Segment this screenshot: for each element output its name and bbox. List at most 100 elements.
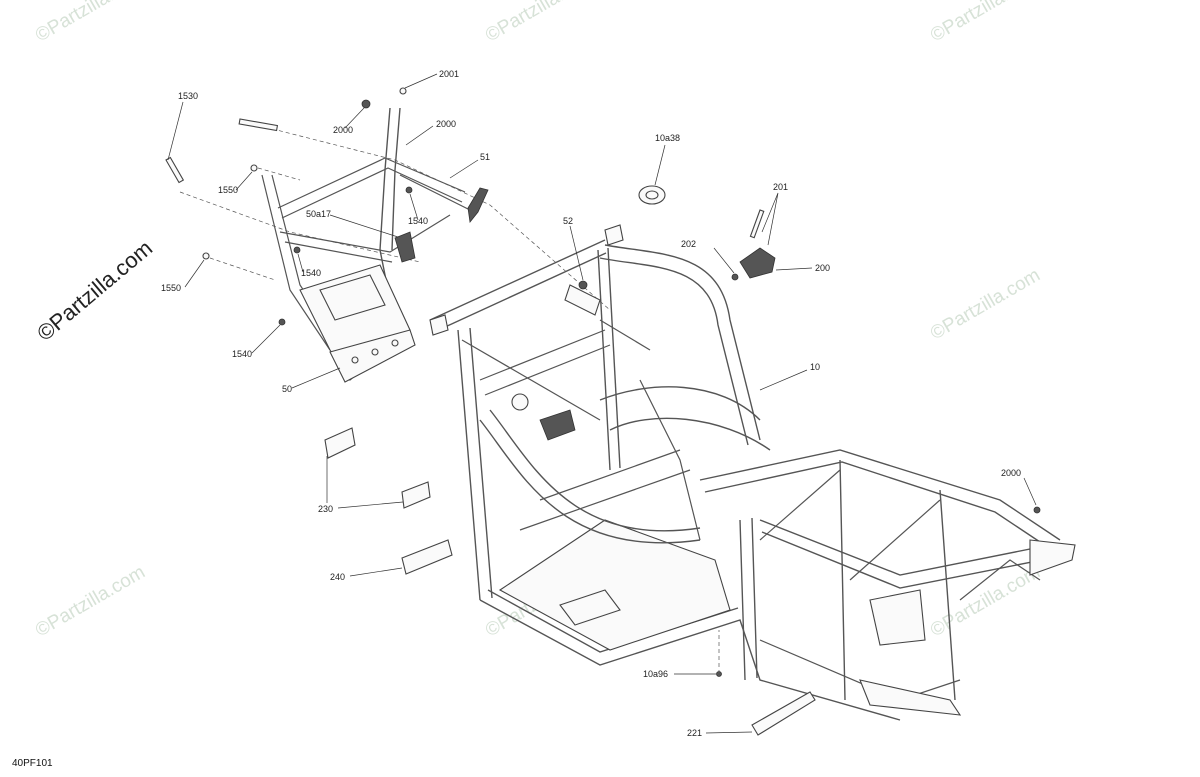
- floor-plate: [559, 589, 621, 626]
- bolt-201: [749, 209, 765, 239]
- callout-200[interactable]: 200: [815, 263, 830, 273]
- bolt-1530-lower: [165, 156, 185, 184]
- callout-230[interactable]: 230: [318, 504, 333, 514]
- leader-1540a: [409, 193, 419, 221]
- leader-221: [705, 731, 753, 734]
- plate-230-upper: [324, 427, 356, 459]
- callout-2000-b[interactable]: 2000: [436, 119, 456, 129]
- seat-cross: [599, 319, 651, 351]
- callout-1540-b[interactable]: 1540: [301, 268, 321, 278]
- callout-1530[interactable]: 1530: [178, 91, 198, 101]
- leader-1540c: [251, 324, 281, 354]
- frame-round-mount: [511, 393, 529, 411]
- subframe-cross-tube-mid-2: [284, 241, 393, 263]
- leader-230: [326, 456, 404, 509]
- subframe-cross-tube-top-2: [281, 167, 463, 219]
- callout-2000-a[interactable]: 2000: [333, 125, 353, 135]
- callout-10[interactable]: 10: [810, 362, 820, 372]
- subframe-bracket-tube: [399, 174, 471, 211]
- watermark-5: ©Partzilla.com: [32, 562, 149, 642]
- callout-221[interactable]: 221: [687, 728, 702, 738]
- leader-1550b: [184, 259, 205, 288]
- nut-202: [731, 273, 739, 281]
- leader-240: [349, 567, 403, 577]
- leader-10a38: [654, 144, 666, 186]
- plate-hole-2: [371, 348, 379, 356]
- front-left-upright-2: [469, 327, 493, 599]
- bracket-51: [467, 187, 489, 223]
- front-subframe: [165, 87, 611, 383]
- callout-10a38[interactable]: 10a38: [655, 133, 680, 143]
- callout-2000-c[interactable]: 2000: [1001, 468, 1021, 478]
- nut-2000-top: [361, 99, 371, 109]
- rear-mid-rail-2: [761, 531, 1053, 589]
- bracket-200: [739, 247, 776, 279]
- callout-202[interactable]: 202: [681, 239, 696, 249]
- watermark-4: ©Partzilla.com: [927, 265, 1044, 345]
- watermark-3: ©Partzilla.com: [927, 0, 1044, 46]
- callout-1540-c[interactable]: 1540: [232, 349, 252, 359]
- rear-mid-upright: [839, 459, 846, 701]
- callout-52[interactable]: 52: [563, 216, 573, 226]
- leader-1550a: [235, 171, 253, 191]
- nut-1540-mid: [293, 246, 301, 254]
- floor-cross-1: [519, 469, 691, 531]
- front-upper-crossmember: [429, 239, 606, 321]
- callout-1550-b[interactable]: 1550: [161, 283, 181, 293]
- callout-51[interactable]: 51: [480, 152, 490, 162]
- arch-tube-outer: [604, 244, 761, 441]
- callout-201[interactable]: 201: [773, 182, 788, 192]
- watermark-7: ©Partzilla.com: [927, 562, 1044, 642]
- tunnel-lower: [609, 417, 771, 451]
- leader-50a17: [329, 214, 399, 238]
- leader-51: [449, 159, 479, 179]
- front-upper-crossmember-2: [431, 252, 607, 334]
- callout-240[interactable]: 240: [330, 572, 345, 582]
- callout-1550-a[interactable]: 1550: [218, 185, 238, 195]
- side-curved-rail: [479, 419, 701, 544]
- subframe-vertical-tube-2: [391, 107, 401, 251]
- leader-200: [775, 267, 813, 271]
- front-right-upright-2: [607, 247, 621, 469]
- leader-202: [713, 247, 735, 274]
- leader-1540b: [297, 253, 304, 273]
- callout-labels: 2001 1530 2000 2000 51 1550 50a17 1540 1…: [161, 69, 1021, 738]
- bolt-1550-upper: [250, 164, 258, 172]
- callout-1540-a[interactable]: 1540: [408, 216, 428, 226]
- leader-2000b: [405, 125, 434, 146]
- leader-10: [759, 369, 808, 391]
- bracket-50a17: [394, 231, 416, 263]
- callout-2001[interactable]: 2001: [439, 69, 459, 79]
- rear-back-upright: [939, 489, 956, 701]
- leader-201: [761, 192, 779, 246]
- alignment-line-2: [179, 191, 421, 263]
- plate-240: [401, 539, 453, 575]
- rear-upper-rail-2: [704, 461, 1056, 553]
- callout-10a96[interactable]: 10a96: [643, 669, 668, 679]
- bolt-1550-lower: [202, 252, 210, 260]
- diagram-code: 40PF101: [12, 758, 53, 769]
- subframe-side-tube: [261, 174, 331, 351]
- leader-52: [569, 225, 584, 281]
- rear-mid-rail: [759, 519, 1051, 576]
- front-right-mount: [604, 224, 624, 246]
- nut-1540-upper: [405, 186, 413, 194]
- plate-center-pad: [319, 274, 386, 321]
- subframe-cross-tube-top: [277, 157, 466, 209]
- alignment-line-1: [244, 121, 611, 311]
- leader-2001: [404, 73, 438, 89]
- leader-1530: [167, 101, 184, 161]
- leader-2000c: [1023, 477, 1037, 506]
- leader-50: [291, 367, 341, 389]
- side-curved-rail-2: [489, 409, 701, 532]
- subframe-cross-tube-mid: [279, 214, 451, 253]
- alignment-line-3: [209, 257, 276, 281]
- floor-pan: [498, 519, 731, 651]
- rear-lower-rail: [759, 639, 961, 701]
- rear-diagonal-1: [759, 469, 841, 541]
- callout-50[interactable]: 50: [282, 384, 292, 394]
- frame-bracket-center: [539, 409, 576, 441]
- callout-50a17[interactable]: 50a17: [306, 209, 331, 219]
- part-52: [578, 280, 588, 290]
- floor-cross-2: [539, 449, 681, 501]
